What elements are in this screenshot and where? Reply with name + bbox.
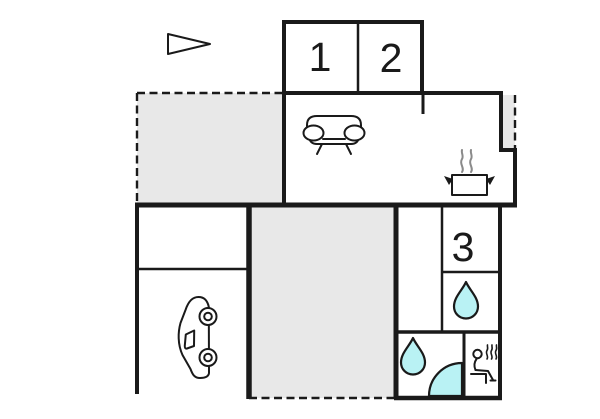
sofa-icon xyxy=(302,115,366,155)
dashed-boundaries xyxy=(135,91,517,400)
shower-screen-icon xyxy=(427,361,464,398)
pot-steam-icon xyxy=(460,149,473,173)
room-2-label: 2 xyxy=(380,35,403,81)
terrace-area-center xyxy=(249,205,396,398)
shower-drop-icon xyxy=(452,280,480,320)
room-1-label: 1 xyxy=(309,34,332,80)
cooking-pot-icon xyxy=(444,174,495,196)
sauna-steam-icon xyxy=(485,344,498,360)
patio-area-top-left xyxy=(137,93,284,205)
bath-drop-icon xyxy=(399,336,427,376)
outdoor-areas xyxy=(137,93,515,398)
bedroom-block-walls xyxy=(282,20,424,95)
room-3-label: 3 xyxy=(452,224,475,270)
kitchen-icons xyxy=(444,149,495,196)
sauna-person-icon xyxy=(470,344,498,384)
direction-arrow-icon xyxy=(167,33,211,55)
walls xyxy=(135,20,517,401)
balcony-niche-right xyxy=(501,95,515,150)
car-icon xyxy=(177,296,218,379)
